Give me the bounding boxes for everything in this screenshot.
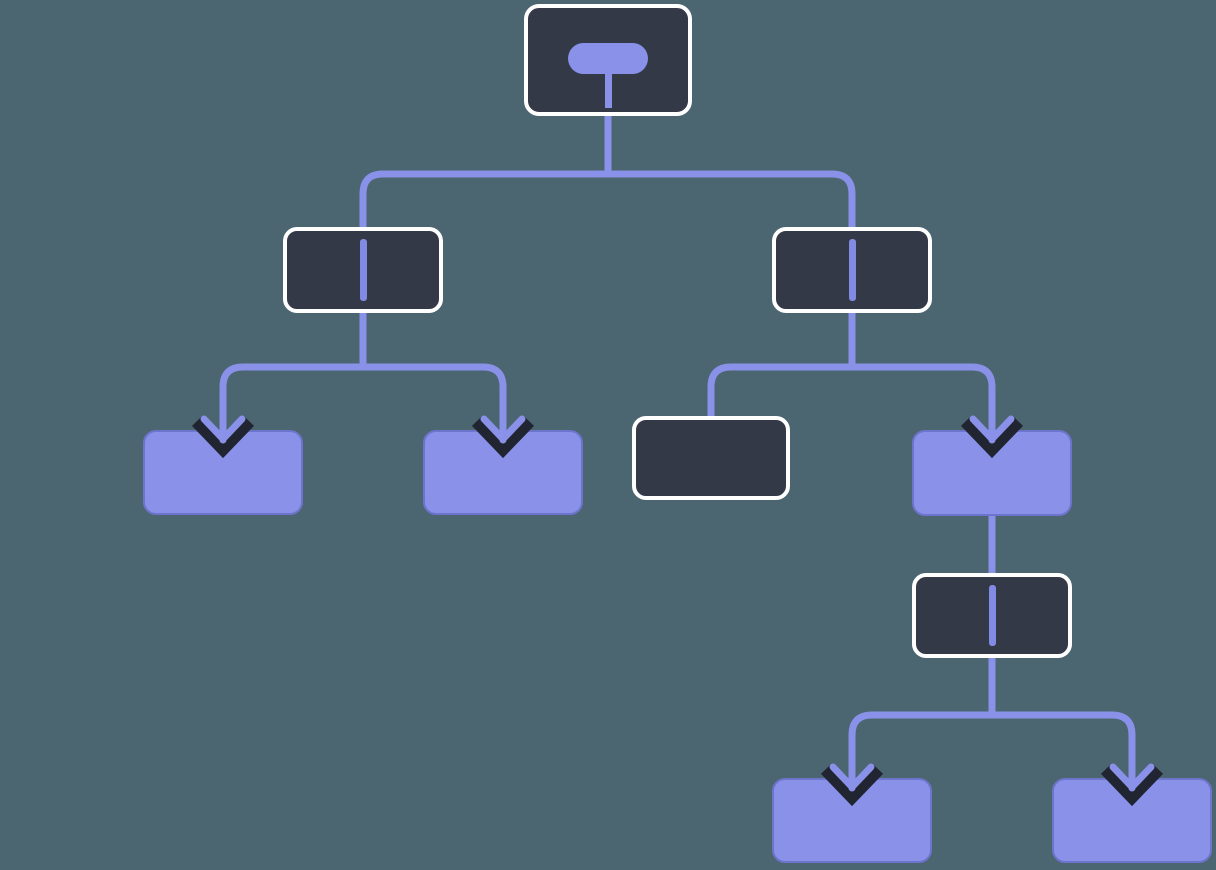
leaf-action-node-2[interactable]	[423, 430, 583, 515]
pass-through-node[interactable]	[912, 573, 1072, 658]
trigger-pill	[568, 43, 648, 74]
root-trigger-node[interactable]	[524, 4, 692, 116]
trigger-pill-stem	[604, 72, 612, 108]
branch-left-fork-connector	[219, 306, 507, 424]
dark-step-node[interactable]	[632, 416, 790, 500]
branch-right-fork-connector	[707, 306, 996, 426]
leaf-action-node-1[interactable]	[143, 430, 303, 515]
pass-through-line	[848, 239, 856, 301]
leaf-action-node-3[interactable]	[772, 778, 932, 863]
bottom-fork-connector	[848, 651, 1136, 772]
pass-through-line	[359, 239, 367, 301]
pass-through-line	[988, 585, 996, 646]
leaf-action-node-4[interactable]	[1052, 778, 1212, 863]
branch-left-node[interactable]	[283, 227, 443, 313]
purple-step-node[interactable]	[912, 430, 1072, 516]
root-fork-connector	[359, 108, 856, 236]
branch-right-node[interactable]	[772, 227, 932, 313]
